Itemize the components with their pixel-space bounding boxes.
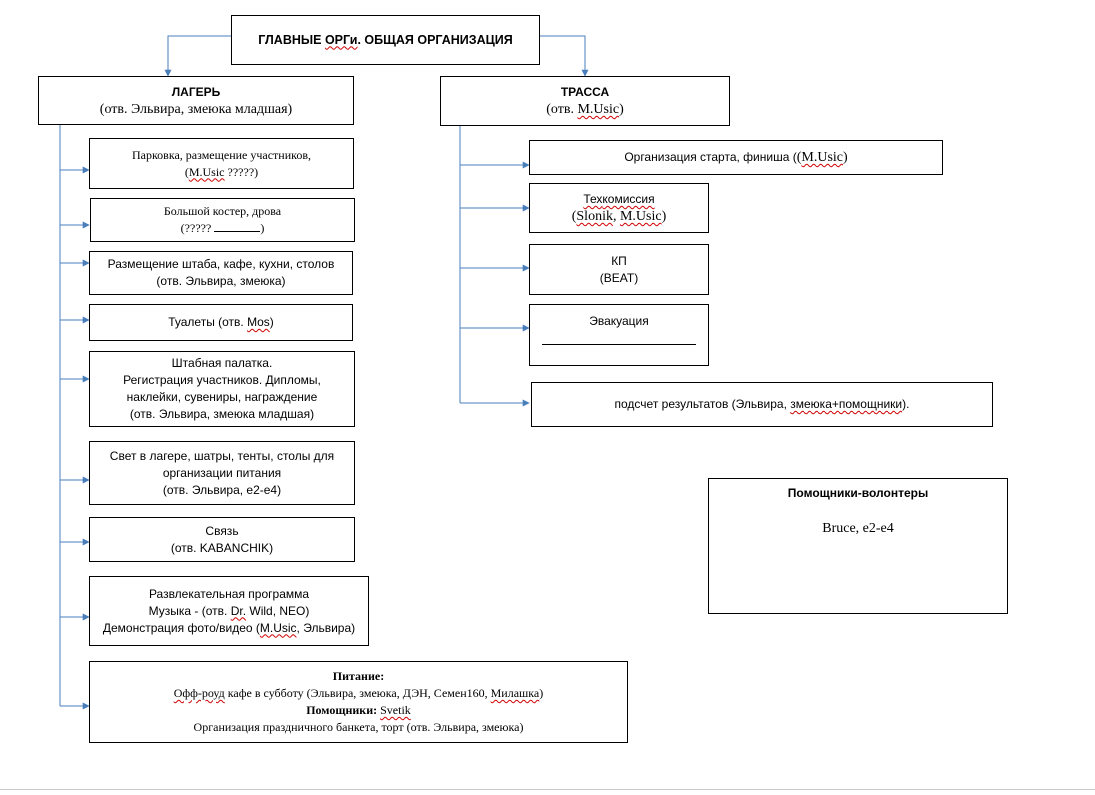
track-task-checkpoints: КП (BEAT)	[529, 244, 709, 295]
track-task-evacuation: Эвакуация	[529, 304, 709, 366]
camp-task-hq: Размещение штаба, кафе, кухни, столов (о…	[89, 251, 353, 295]
page-bottom-divider	[0, 789, 1095, 790]
track-responsible: (отв. M.Usic)	[546, 102, 624, 117]
volunteers-title: Помощники-волонтеры	[787, 486, 929, 500]
track-title: ТРАССА	[560, 85, 610, 99]
camp-title: ЛАГЕРЬ	[171, 84, 221, 99]
connector-top-to-camp	[164, 35, 231, 77]
camp-task-hq-tent: Штабная палатка. Регистрация участников.…	[89, 351, 355, 427]
camp-task-catering: Питание: Офф-роуд кафе в субботу (Эльвир…	[89, 661, 628, 743]
camp-task-bonfire: Большой костер, дрова (????? )	[90, 198, 355, 242]
track-box: ТРАССА (отв. M.Usic)	[440, 76, 730, 126]
camp-task-parking: Парковка, размещение участников, (M.Usic…	[89, 138, 354, 189]
camp-task-communication: Связь (отв. KABANCHIK)	[89, 517, 355, 562]
camp-box: ЛАГЕРЬ (отв. Эльвира, змеюка младшая)	[38, 76, 354, 125]
evacuation-blank-line	[542, 334, 696, 345]
connector-top-to-track	[539, 35, 589, 77]
volunteers-box: Помощники-волонтеры Bruce, e2-e4	[708, 478, 1008, 614]
camp-responsible: (отв. Эльвира, змеюка младшая)	[99, 101, 293, 117]
camp-task-entertainment: Развлекательная программа Музыка - (отв.…	[89, 576, 369, 646]
track-task-start-finish: Организация старта, финиша ((M.Usic)	[529, 140, 943, 175]
main-organizers-box: ГЛАВНЫЕ ОРГи. ОБЩАЯ ОРГАНИЗАЦИЯ	[231, 15, 540, 65]
volunteers-names: Bruce, e2-e4	[822, 521, 894, 536]
camp-task-lighting: Свет в лагере, шатры, тенты, столы для о…	[89, 441, 355, 505]
main-organizers-title: ГЛАВНЫЕ ОРГи. ОБЩАЯ ОРГАНИЗАЦИЯ	[258, 32, 513, 47]
camp-task-toilets: Туалеты (отв. Mos)	[89, 304, 353, 341]
track-task-results: подсчет результатов (Эльвира, змеюка+пом…	[531, 382, 993, 427]
track-task-tech-inspection: Техкомиссия (Slonik, M.Usic)	[529, 183, 709, 233]
